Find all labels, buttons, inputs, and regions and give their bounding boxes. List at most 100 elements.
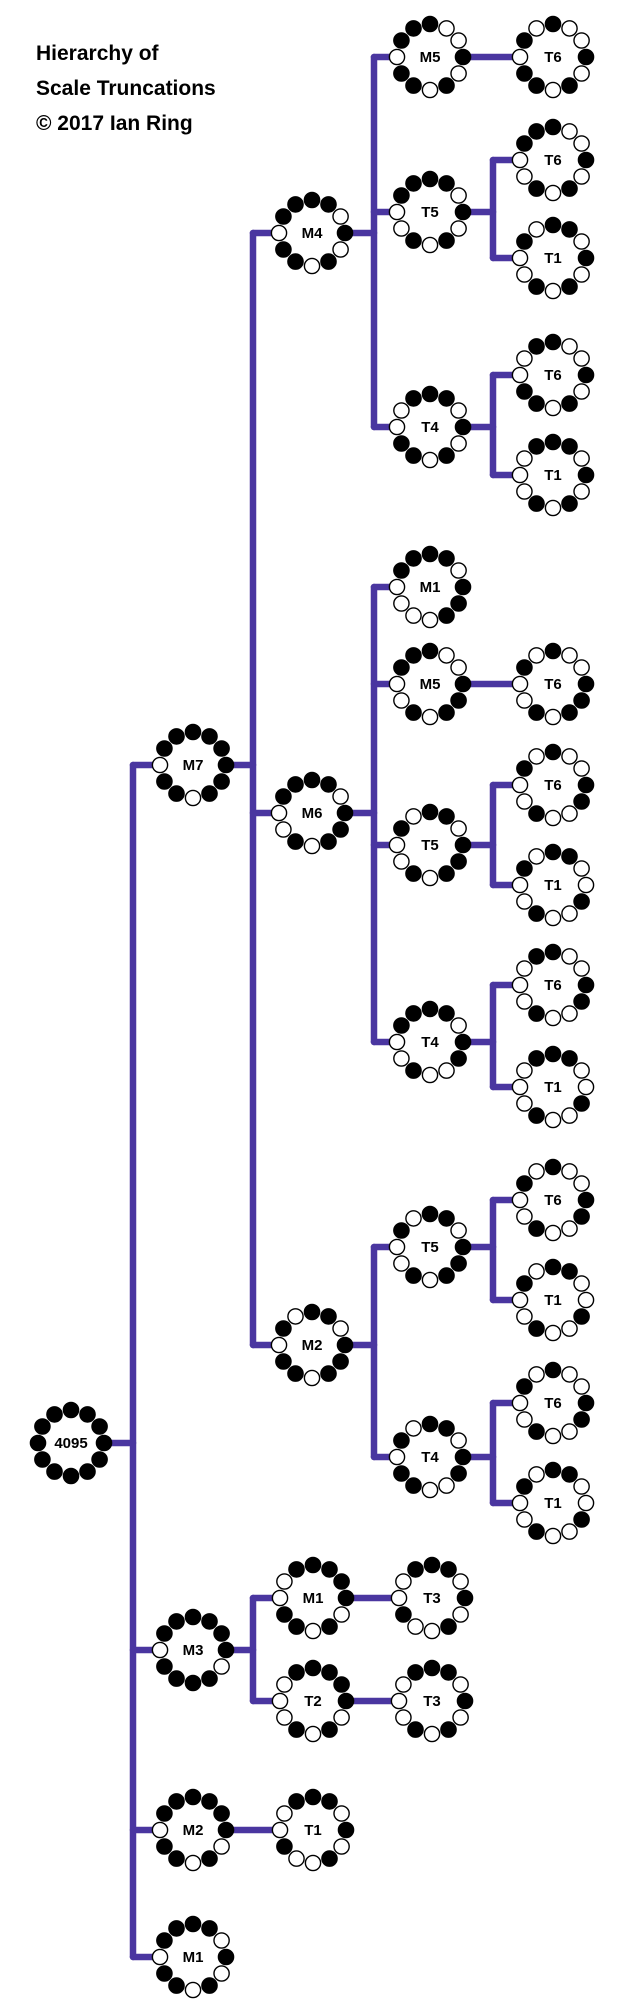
pitch-dot-filled	[288, 1664, 305, 1681]
pitch-dot-filled	[421, 170, 439, 188]
pitch-dot-empty	[573, 1175, 590, 1192]
pitch-dot-empty	[573, 659, 590, 676]
node-label: T6	[544, 152, 562, 169]
scale-node-t6: T6	[511, 1158, 595, 1242]
scale-node-t1: T1	[511, 216, 595, 300]
pitch-dot-filled	[561, 77, 578, 94]
pitch-dot-filled	[438, 390, 455, 407]
pitch-dot-filled	[405, 20, 422, 37]
pitch-dot-filled	[561, 1466, 578, 1483]
node-label: T4	[421, 1449, 439, 1466]
pitch-dot-empty	[184, 1981, 202, 1999]
pitch-dot-filled	[393, 1432, 410, 1449]
pitch-dot-empty	[276, 1805, 293, 1822]
pitch-dot-filled	[438, 550, 455, 567]
pitch-dot-filled	[561, 221, 578, 238]
pitch-dot-filled	[303, 191, 321, 209]
pitch-dot-empty	[516, 1062, 533, 1079]
title-line-3: © 2017 Ian Ring	[36, 112, 193, 135]
scale-node-m3: M3	[151, 1608, 235, 1692]
pitch-dot-filled	[337, 1821, 355, 1839]
pitch-dot-empty	[393, 220, 410, 237]
pitch-dot-empty	[450, 1222, 467, 1239]
pitch-dot-filled	[393, 1222, 410, 1239]
scale-node-t6: T6	[511, 15, 595, 99]
pitch-dot-empty	[395, 1573, 412, 1590]
pitch-dot-empty	[450, 820, 467, 837]
pitch-dot-empty	[528, 1263, 545, 1280]
pitch-dot-filled	[288, 1561, 305, 1578]
node-label: M1	[183, 1949, 204, 1966]
scale-node-4095: 4095	[29, 1401, 113, 1485]
pitch-dot-filled	[577, 776, 595, 794]
pitch-dot-empty	[421, 1481, 439, 1499]
pitch-dot-filled	[454, 1238, 472, 1256]
pitch-dot-filled	[421, 385, 439, 403]
pitch-dot-empty	[544, 282, 562, 300]
scale-node-t1: T1	[511, 1258, 595, 1342]
pitch-dot-filled	[34, 1418, 51, 1435]
pitch-dot-empty	[544, 399, 562, 417]
pitch-dot-empty	[405, 808, 422, 825]
pitch-dot-filled	[544, 333, 562, 351]
node-label: T4	[421, 419, 439, 436]
pitch-dot-filled	[561, 438, 578, 455]
node-label: M2	[183, 1822, 204, 1839]
scale-node-m1: M1	[271, 1556, 355, 1640]
pitch-dot-filled	[573, 893, 590, 910]
pitch-dot-filled	[201, 728, 218, 745]
pitch-dot-empty	[452, 1709, 469, 1726]
pitch-dot-filled	[528, 77, 545, 94]
pitch-dot-empty	[438, 1062, 455, 1079]
scale-node-t5: T5	[388, 1205, 472, 1289]
pitch-dot-filled	[438, 1420, 455, 1437]
pitch-dot-empty	[332, 241, 349, 258]
scale-node-t4: T4	[388, 1415, 472, 1499]
scale-node-t3: T3	[390, 1556, 474, 1640]
pitch-dot-empty	[393, 402, 410, 419]
pitch-dot-filled	[438, 77, 455, 94]
pitch-dot-filled	[201, 1850, 218, 1867]
pitch-dot-empty	[303, 257, 321, 275]
pitch-dot-filled	[561, 1050, 578, 1067]
pitch-dot-filled	[516, 1478, 533, 1495]
pitch-dot-filled	[516, 860, 533, 877]
pitch-dot-filled	[573, 1095, 590, 1112]
pitch-dot-filled	[321, 1664, 338, 1681]
scale-node-m2: M2	[151, 1788, 235, 1872]
pitch-dot-filled	[156, 1805, 173, 1822]
pitch-dot-filled	[217, 1641, 235, 1659]
pitch-dot-filled	[156, 1932, 173, 1949]
scale-node-t5: T5	[388, 803, 472, 887]
pitch-dot-empty	[333, 1805, 350, 1822]
pitch-dot-empty	[561, 1320, 578, 1337]
pitch-dot-empty	[544, 1527, 562, 1545]
pitch-dot-filled	[440, 1664, 457, 1681]
pitch-dot-filled	[528, 1320, 545, 1337]
pitch-dot-filled	[573, 793, 590, 810]
pitch-dot-filled	[333, 1676, 350, 1693]
pitch-dot-filled	[454, 203, 472, 221]
pitch-dot-filled	[287, 1365, 304, 1382]
node-label: T5	[421, 1239, 439, 1256]
pitch-dot-filled	[201, 1920, 218, 1937]
pitch-dot-filled	[405, 865, 422, 882]
scale-node-t1: T1	[511, 1461, 595, 1545]
pitch-dot-empty	[561, 905, 578, 922]
pitch-dot-empty	[544, 909, 562, 927]
scale-node-t1: T1	[271, 1788, 355, 1872]
pitch-dot-filled	[528, 905, 545, 922]
pitch-dot-filled	[573, 1411, 590, 1428]
pitch-dot-empty	[151, 1948, 169, 1966]
pitch-dot-empty	[450, 65, 467, 82]
pitch-dot-filled	[438, 607, 455, 624]
pitch-dot-filled	[184, 1915, 202, 1933]
pitch-dot-filled	[201, 1977, 218, 1994]
pitch-dot-filled	[438, 447, 455, 464]
pitch-dot-empty	[544, 708, 562, 726]
pitch-dot-empty	[452, 1676, 469, 1693]
pitch-dot-empty	[421, 708, 439, 726]
pitch-dot-empty	[573, 760, 590, 777]
pitch-dot-empty	[544, 1427, 562, 1445]
node-label: M1	[420, 579, 441, 596]
